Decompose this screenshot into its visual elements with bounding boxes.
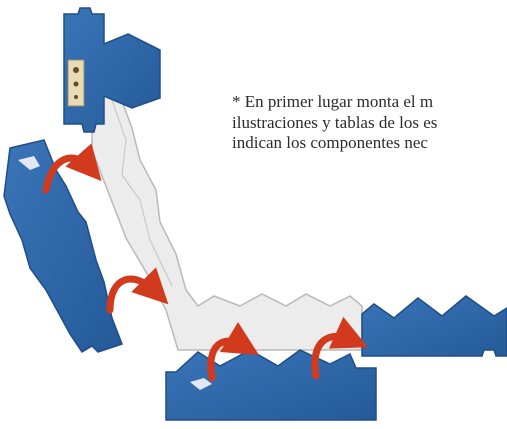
top-wall-piece bbox=[63, 7, 161, 133]
left-wall-piece bbox=[3, 139, 123, 354]
arrow-icon bbox=[106, 267, 169, 314]
arrow-icon bbox=[311, 316, 368, 380]
instruction-line-1: * En primer lugar monta el m bbox=[232, 92, 434, 111]
instruction-text: * En primer lugar monta el m ilustracion… bbox=[232, 92, 507, 154]
instruction-line-3: indican los componentes nec bbox=[232, 133, 428, 152]
right-wall-piece bbox=[361, 295, 507, 357]
bottom-wall-piece bbox=[165, 349, 377, 421]
arrow-icon bbox=[207, 321, 260, 382]
arrow-icon bbox=[42, 143, 102, 194]
instruction-line-2: ilustraciones y tablas de los es bbox=[232, 112, 438, 132]
